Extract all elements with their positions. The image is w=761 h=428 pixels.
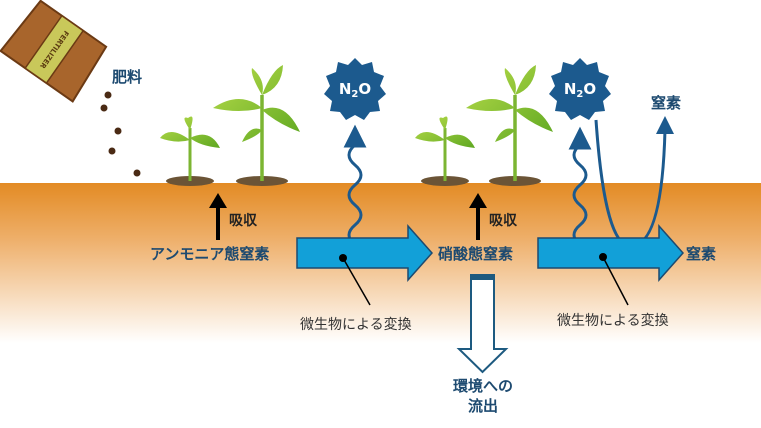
fertilizer-bag-icon: FERTILIZER [0, 0, 108, 103]
nitrogen-gas-label: 窒素 [651, 94, 681, 112]
ammonium-nitrogen-label: アンモニア態窒素 [150, 245, 269, 263]
conversion-arrow-2 [537, 224, 685, 282]
plant-icon [213, 65, 300, 186]
plant-icon [415, 116, 475, 186]
n2o-emission-arrow-1 [343, 124, 367, 247]
outflow-arrow [456, 274, 509, 374]
fertilizer-granules [100, 91, 141, 177]
absorption-label-1: 吸収 [229, 212, 258, 229]
plant-icon [466, 65, 553, 186]
fertilizer-label: 肥料 [112, 68, 142, 86]
n2o-badge-2: N2O [549, 58, 611, 120]
svg-text:N2O: N2O [564, 80, 596, 100]
nitrogen-label: 窒素 [686, 245, 716, 263]
plant-icons [160, 65, 553, 186]
microbial-conversion-label-2: 微生物による変換 [557, 312, 669, 329]
callout-pointer-1 [339, 254, 371, 306]
svg-text:N2O: N2O [339, 80, 371, 100]
absorption-arrow-2 [469, 193, 487, 240]
plant-icon [160, 116, 220, 186]
outflow-arrow-cap [471, 275, 494, 280]
absorption-label-2: 吸収 [489, 212, 518, 229]
outflow-label-line2: 流出 [468, 397, 498, 415]
n2o-emission-arrow-2 [568, 126, 592, 247]
n2o-badge-1: N2O [324, 58, 386, 120]
absorption-arrow-1 [209, 193, 227, 240]
conversion-arrow-1 [296, 224, 434, 282]
nitrate-nitrogen-label: 硝酸態窒素 [438, 245, 513, 263]
outflow-label-line1: 環境への [453, 377, 513, 395]
callout-pointer-2 [599, 253, 629, 306]
microbial-conversion-label-1: 微生物による変換 [300, 316, 412, 333]
